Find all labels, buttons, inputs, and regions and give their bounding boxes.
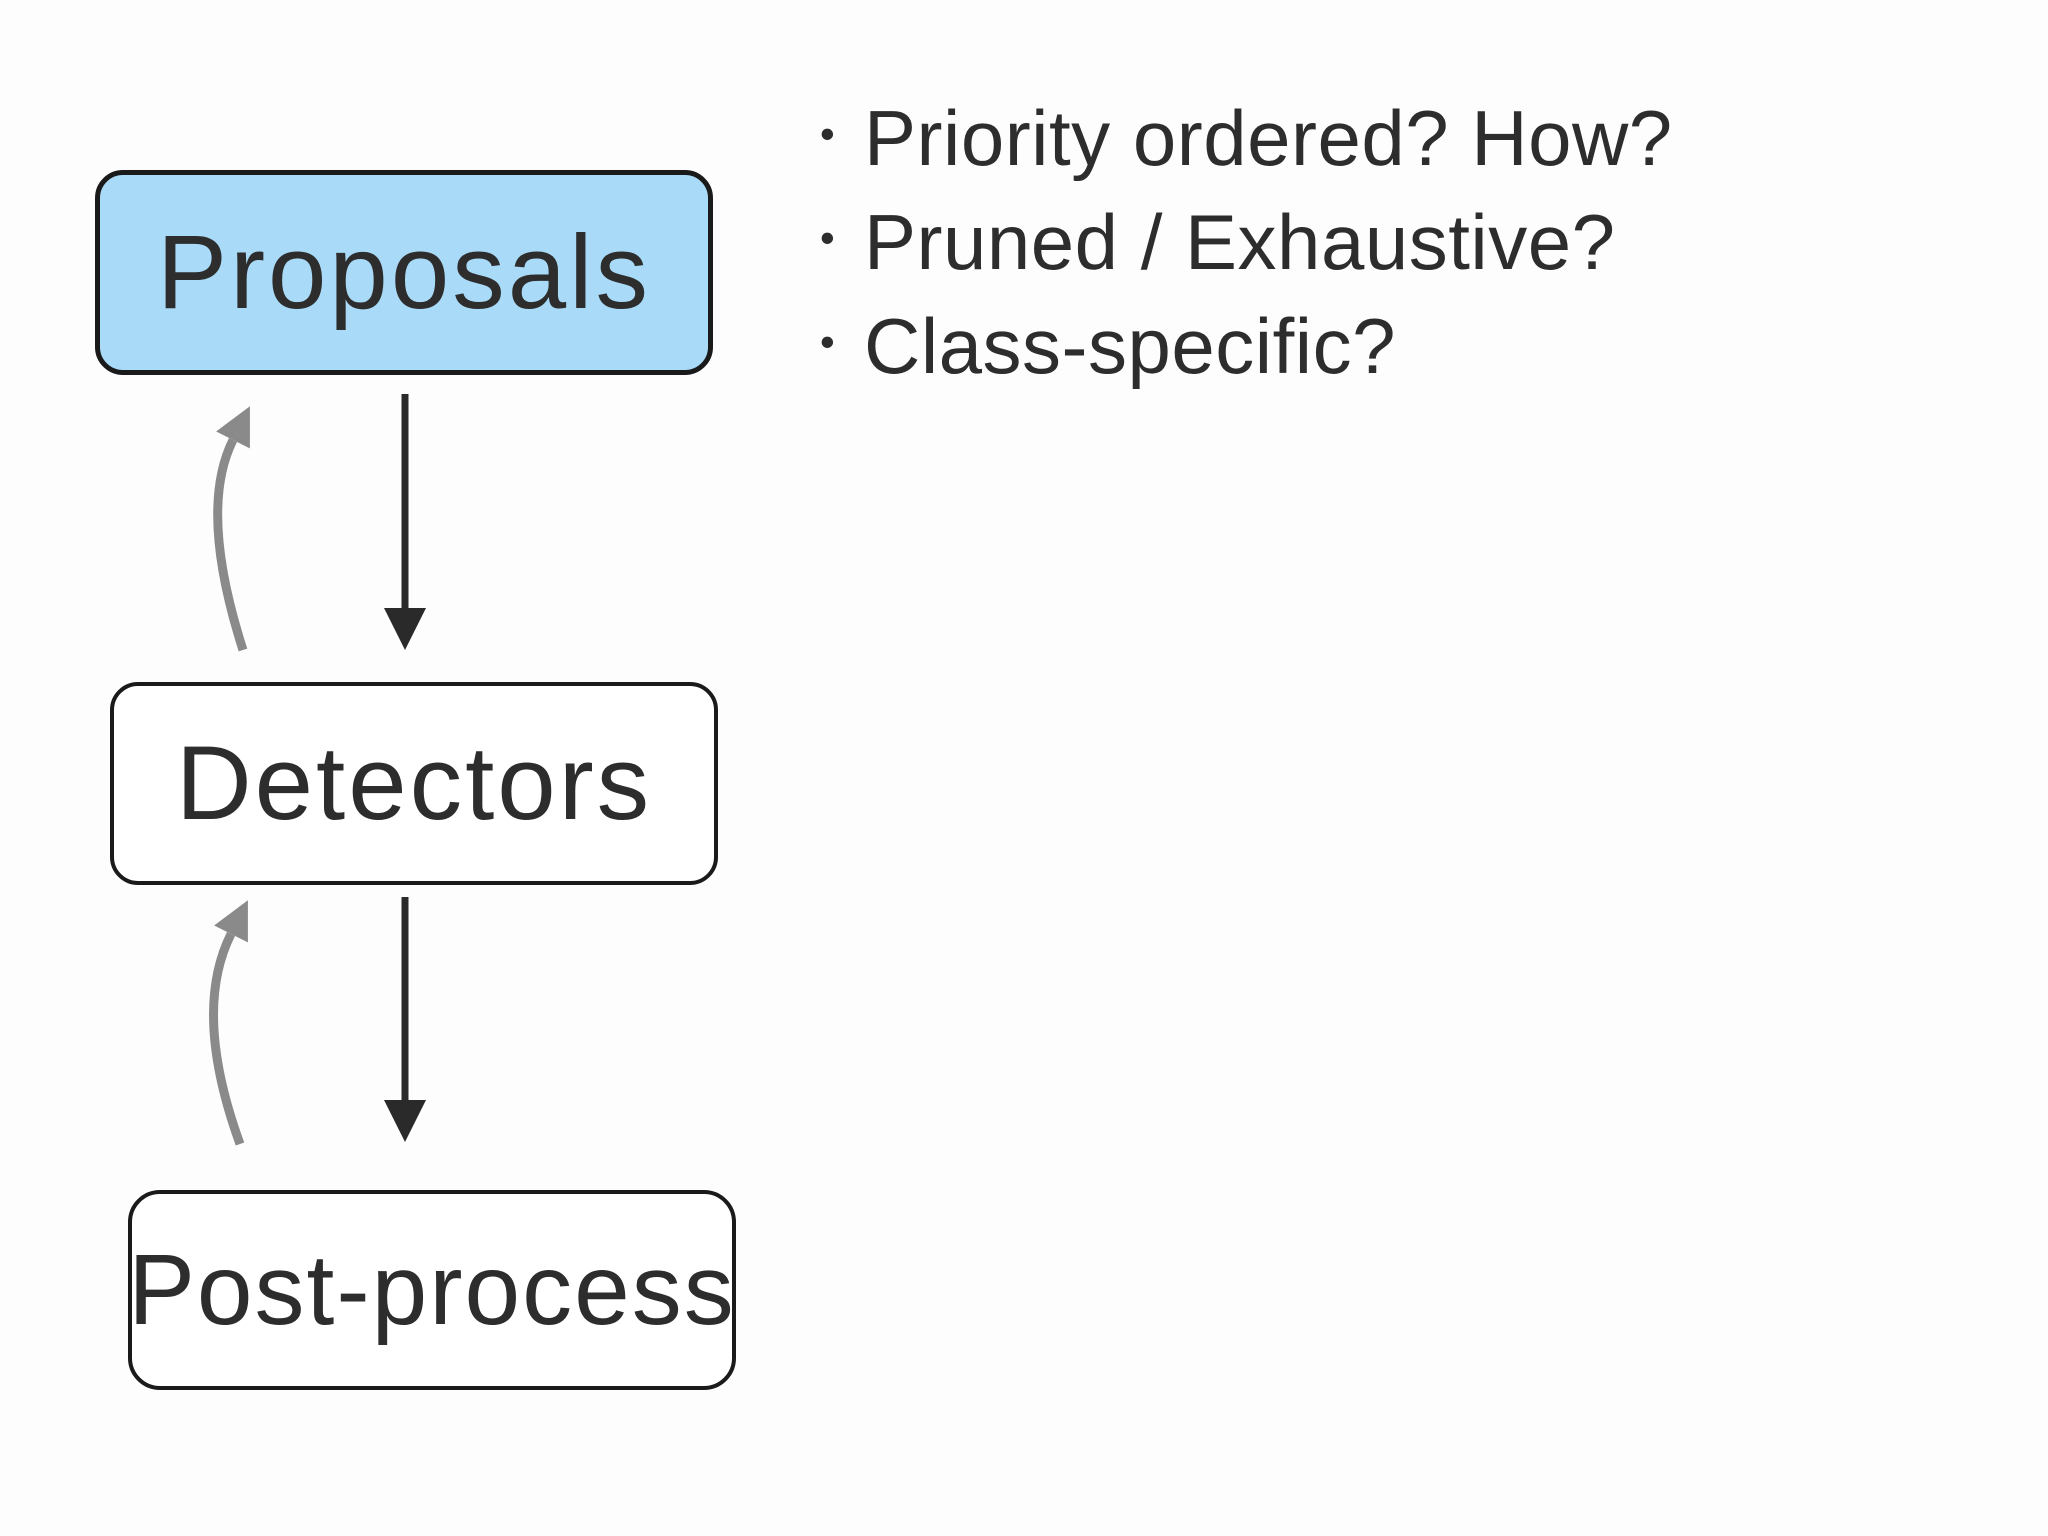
node-detectors: Detectors	[110, 682, 718, 885]
note-item-priority-ordered: • Priority ordered? How?	[820, 86, 1673, 190]
arrow-postprocess-to-detectors-feedback	[209, 900, 248, 1146]
note-text: Priority ordered? How?	[864, 93, 1673, 182]
note-text: Pruned / Exhaustive?	[864, 197, 1616, 286]
note-item-class-specific: • Class-specific?	[820, 294, 1673, 398]
node-detectors-label: Detectors	[175, 724, 653, 842]
bullet-icon: •	[820, 318, 836, 365]
bullet-icon: •	[820, 110, 836, 157]
bullet-icon: •	[820, 214, 836, 261]
arrow-detectors-to-proposals-feedback	[213, 406, 250, 652]
node-post-process: Post-process	[128, 1190, 736, 1390]
node-proposals-label: Proposals	[157, 213, 651, 331]
node-post-process-label: Post-process	[128, 1233, 736, 1346]
node-proposals: Proposals	[95, 170, 713, 375]
note-item-pruned-exhaustive: • Pruned / Exhaustive?	[820, 190, 1673, 294]
notes-list: • Priority ordered? How? • Pruned / Exha…	[820, 86, 1673, 398]
note-text: Class-specific?	[864, 301, 1396, 390]
